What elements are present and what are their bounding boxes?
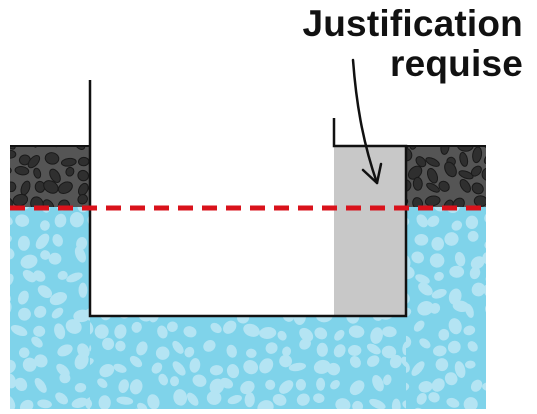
pebble [487, 209, 502, 222]
pebble [486, 197, 496, 213]
pebble [6, 181, 16, 192]
pebble [93, 248, 109, 260]
callout-label-line-1: Justification [302, 4, 523, 44]
pebble [78, 157, 89, 166]
pebble [485, 272, 500, 285]
pebble [413, 177, 422, 190]
pebble [317, 343, 328, 357]
callout-label-line-2: requise [390, 44, 523, 84]
pebble [316, 378, 325, 391]
pebble [79, 283, 88, 298]
pebble [92, 271, 109, 291]
pebble [488, 359, 505, 379]
pebble [0, 166, 11, 175]
pebble [198, 299, 216, 315]
pebble [0, 336, 10, 350]
justification-block [334, 146, 406, 316]
pebble [2, 135, 17, 151]
pebble [431, 237, 444, 251]
pebble [490, 346, 504, 359]
pebble [0, 320, 8, 331]
pebble [89, 196, 107, 213]
saturated-soil-layer [0, 191, 506, 409]
pebble [485, 326, 501, 341]
pebble [489, 180, 503, 194]
pebble [0, 200, 9, 216]
pebble [296, 379, 306, 391]
pebble [91, 216, 103, 227]
pebble [3, 150, 16, 159]
pebble [487, 391, 502, 405]
